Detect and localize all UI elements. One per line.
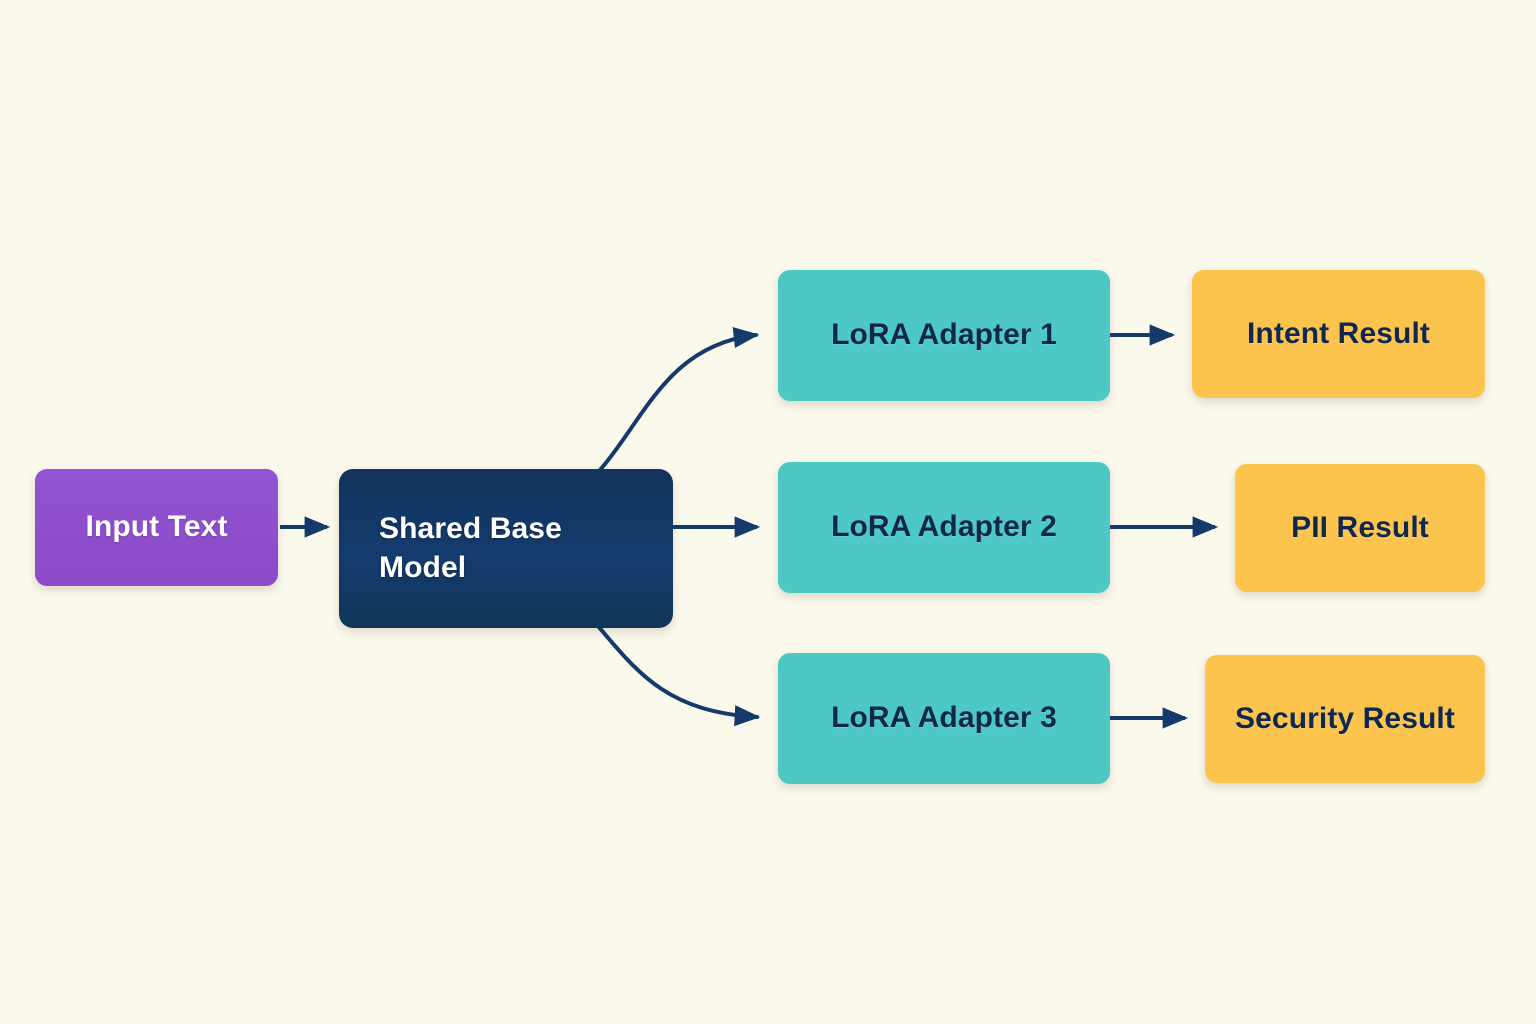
- edge-base-to-adapter-1: [598, 327, 760, 472]
- node-pii-result[interactable]: PII Result: [1235, 464, 1485, 592]
- node-lora-adapter-3-label: LoRA Adapter 3: [831, 701, 1057, 735]
- node-shared-base-model-label: Shared Base Model: [379, 512, 562, 584]
- node-lora-adapter-1-label: LoRA Adapter 1: [831, 318, 1057, 352]
- node-lora-adapter-2[interactable]: LoRA Adapter 2: [778, 462, 1110, 593]
- node-shared-base-model[interactable]: Shared Base Model: [339, 469, 673, 628]
- node-lora-adapter-1[interactable]: LoRA Adapter 1: [778, 270, 1110, 401]
- node-input-text-label: Input Text: [85, 510, 228, 544]
- node-lora-adapter-3[interactable]: LoRA Adapter 3: [778, 653, 1110, 784]
- edge-base-to-adapter-3: [596, 624, 761, 727]
- node-lora-adapter-2-label: LoRA Adapter 2: [831, 510, 1057, 544]
- node-input-text[interactable]: Input Text: [35, 469, 278, 586]
- node-intent-result-label: Intent Result: [1247, 316, 1430, 350]
- node-pii-result-label: PII Result: [1291, 510, 1429, 544]
- node-security-result-label: Security Result: [1235, 701, 1455, 735]
- node-security-result[interactable]: Security Result: [1205, 655, 1485, 783]
- node-intent-result[interactable]: Intent Result: [1192, 270, 1485, 398]
